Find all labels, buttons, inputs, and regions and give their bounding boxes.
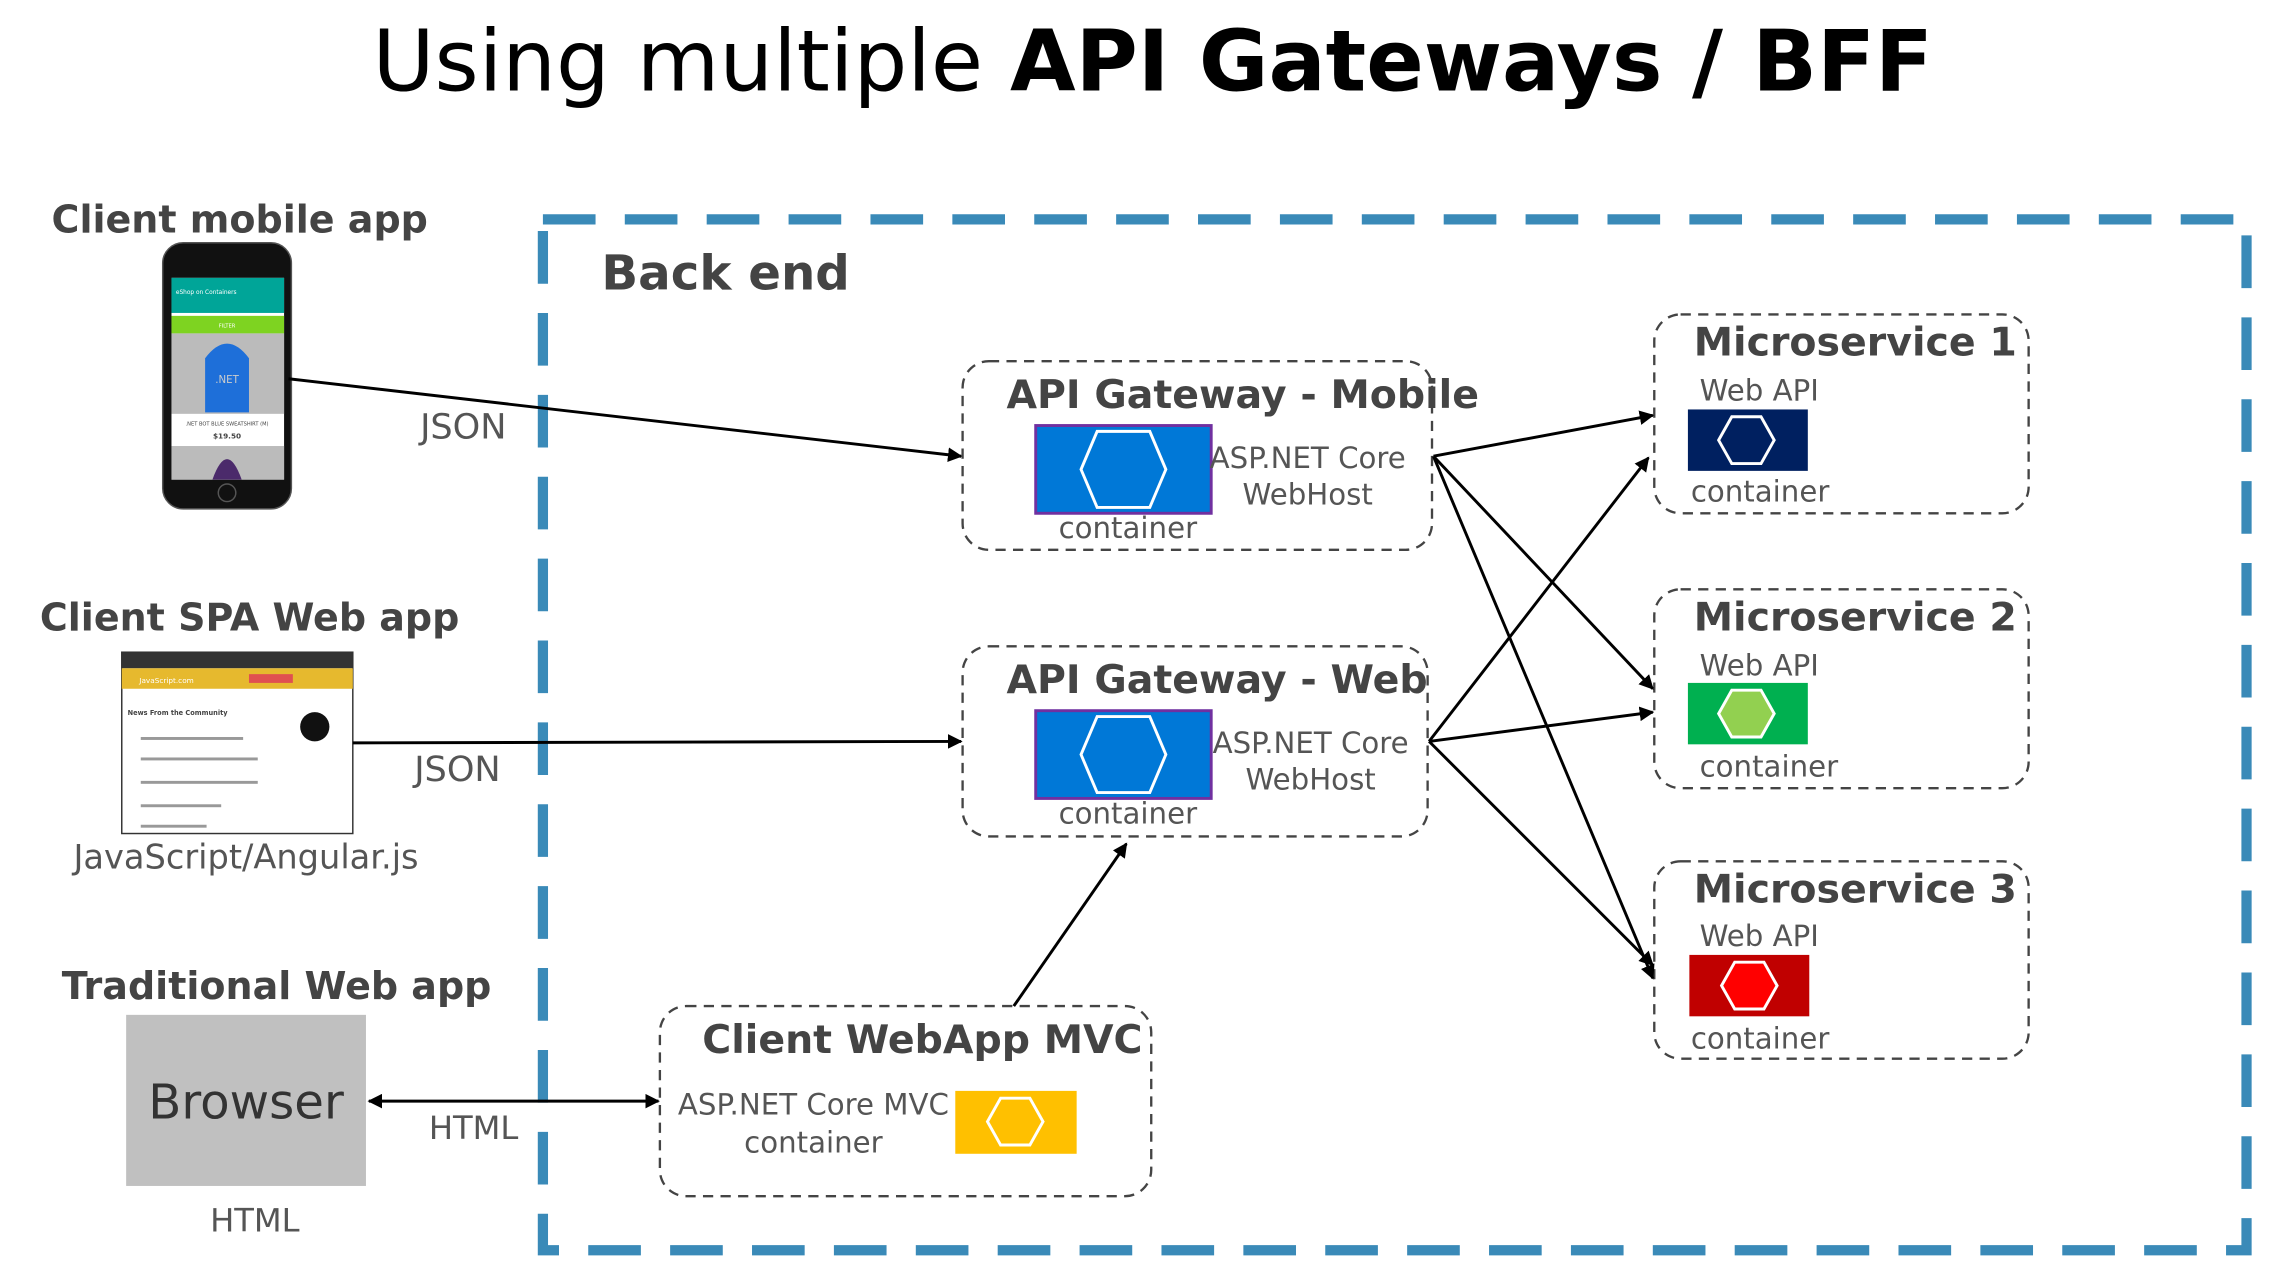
gateway-mobile: API Gateway - Mobile container ASP.NET C…	[961, 360, 1479, 552]
svg-text:News From the Community: News From the Community	[128, 709, 229, 717]
svg-text:container: container	[1691, 1021, 1831, 1055]
svg-text:Microservice 1: Microservice 1	[1694, 319, 2017, 365]
svg-text:Microservice 3: Microservice 3	[1694, 866, 2017, 912]
arrow-gww-ms3	[1428, 740, 1654, 967]
browser-html-label: HTML	[210, 1201, 300, 1239]
svg-text:container: container	[1059, 511, 1199, 545]
svg-text:Microservice 2: Microservice 2	[1694, 594, 2017, 640]
svg-text:Web API: Web API	[1700, 919, 1819, 953]
svg-text:Web API: Web API	[1700, 649, 1819, 683]
browser-box	[126, 1014, 366, 1186]
container-hexagon-icon	[1079, 429, 1168, 509]
svg-text:container: container	[1691, 475, 1831, 509]
svg-text:eShop on Containers: eShop on Containers	[176, 290, 237, 296]
svg-text:container: container	[1700, 749, 1840, 783]
svg-text:Web API: Web API	[1700, 374, 1819, 408]
html-protocol-label: HTML	[429, 1109, 519, 1147]
container-hexagon-icon	[985, 1096, 1045, 1147]
arrow-gwm-ms2	[1432, 455, 1654, 690]
svg-text:$19.50: $19.50	[213, 432, 241, 441]
svg-text:.NET BOT BLUE SWEATSHIRT (M): .NET BOT BLUE SWEATSHIRT (M)	[186, 422, 269, 428]
browser-label: Browser	[148, 1075, 344, 1131]
spa-screenshot: JavaScript.com News From the Community	[121, 651, 354, 835]
svg-text:ASP.NET Core: ASP.NET Core	[1210, 441, 1406, 475]
backend-boundary	[537, 214, 2252, 1256]
arrow-gww-ms2	[1428, 706, 1655, 743]
mobile-protocol-label: JSON	[418, 407, 506, 448]
svg-text:container: container	[744, 1125, 884, 1159]
svg-text:FILTER: FILTER	[219, 324, 236, 330]
client-webapp-mvc: Client WebApp MVC ASP.NET Core MVC conta…	[658, 1004, 1153, 1198]
svg-text:.NET: .NET	[215, 375, 239, 386]
svg-text:JavaScript.com: JavaScript.com	[138, 676, 193, 685]
svg-text:Client WebApp MVC: Client WebApp MVC	[702, 1017, 1142, 1063]
arrow-mobile-to-gateway	[288, 377, 963, 463]
svg-text:API Gateway - Web: API Gateway - Web	[1006, 657, 1427, 703]
spa-tech-label: JavaScript/Angular.js	[72, 838, 419, 877]
gateway-to-microservice-arrows	[1427, 410, 1655, 980]
gateway-web: API Gateway - Web container ASP.NET Core…	[961, 645, 1429, 838]
spa-protocol-label: JSON	[412, 749, 500, 790]
arrow-gwm-ms3	[1432, 455, 1655, 980]
container-hexagon-icon	[1716, 415, 1776, 466]
microservice-1: Microservice 1 Web API container	[1653, 313, 2030, 515]
microservice-2: Microservice 2 Web API container	[1653, 588, 2030, 790]
microservice-3: Microservice 3 Web API container	[1653, 860, 2030, 1060]
backend-label: Back end	[601, 246, 849, 302]
phone-image: eShop on Containers FILTER .NET .NET BOT…	[161, 242, 293, 510]
svg-text:WebHost: WebHost	[1243, 478, 1373, 512]
container-hexagon-icon	[1079, 715, 1168, 795]
svg-text:API Gateway - Mobile: API Gateway - Mobile	[1006, 372, 1479, 418]
arrow-gww-ms1	[1427, 456, 1650, 743]
svg-text:WebHost: WebHost	[1245, 763, 1375, 797]
svg-text:container: container	[1059, 796, 1199, 830]
arrow-mvc-to-gateway	[1012, 842, 1128, 1007]
spa-client-label: Client SPA Web app	[40, 595, 460, 639]
arrow-gwm-ms1	[1433, 410, 1655, 458]
arrow-spa-to-gateway	[352, 734, 963, 749]
svg-text:ASP.NET Core MVC: ASP.NET Core MVC	[678, 1087, 949, 1121]
container-hexagon-icon	[1719, 960, 1779, 1011]
traditional-client-label: Traditional Web app	[62, 964, 492, 1008]
svg-text:ASP.NET Core: ASP.NET Core	[1213, 726, 1409, 760]
mobile-client-label: Client mobile app	[52, 198, 428, 242]
container-hexagon-icon	[1716, 688, 1776, 739]
page-title: Using multiple API Gateways / BFF	[372, 13, 1932, 112]
